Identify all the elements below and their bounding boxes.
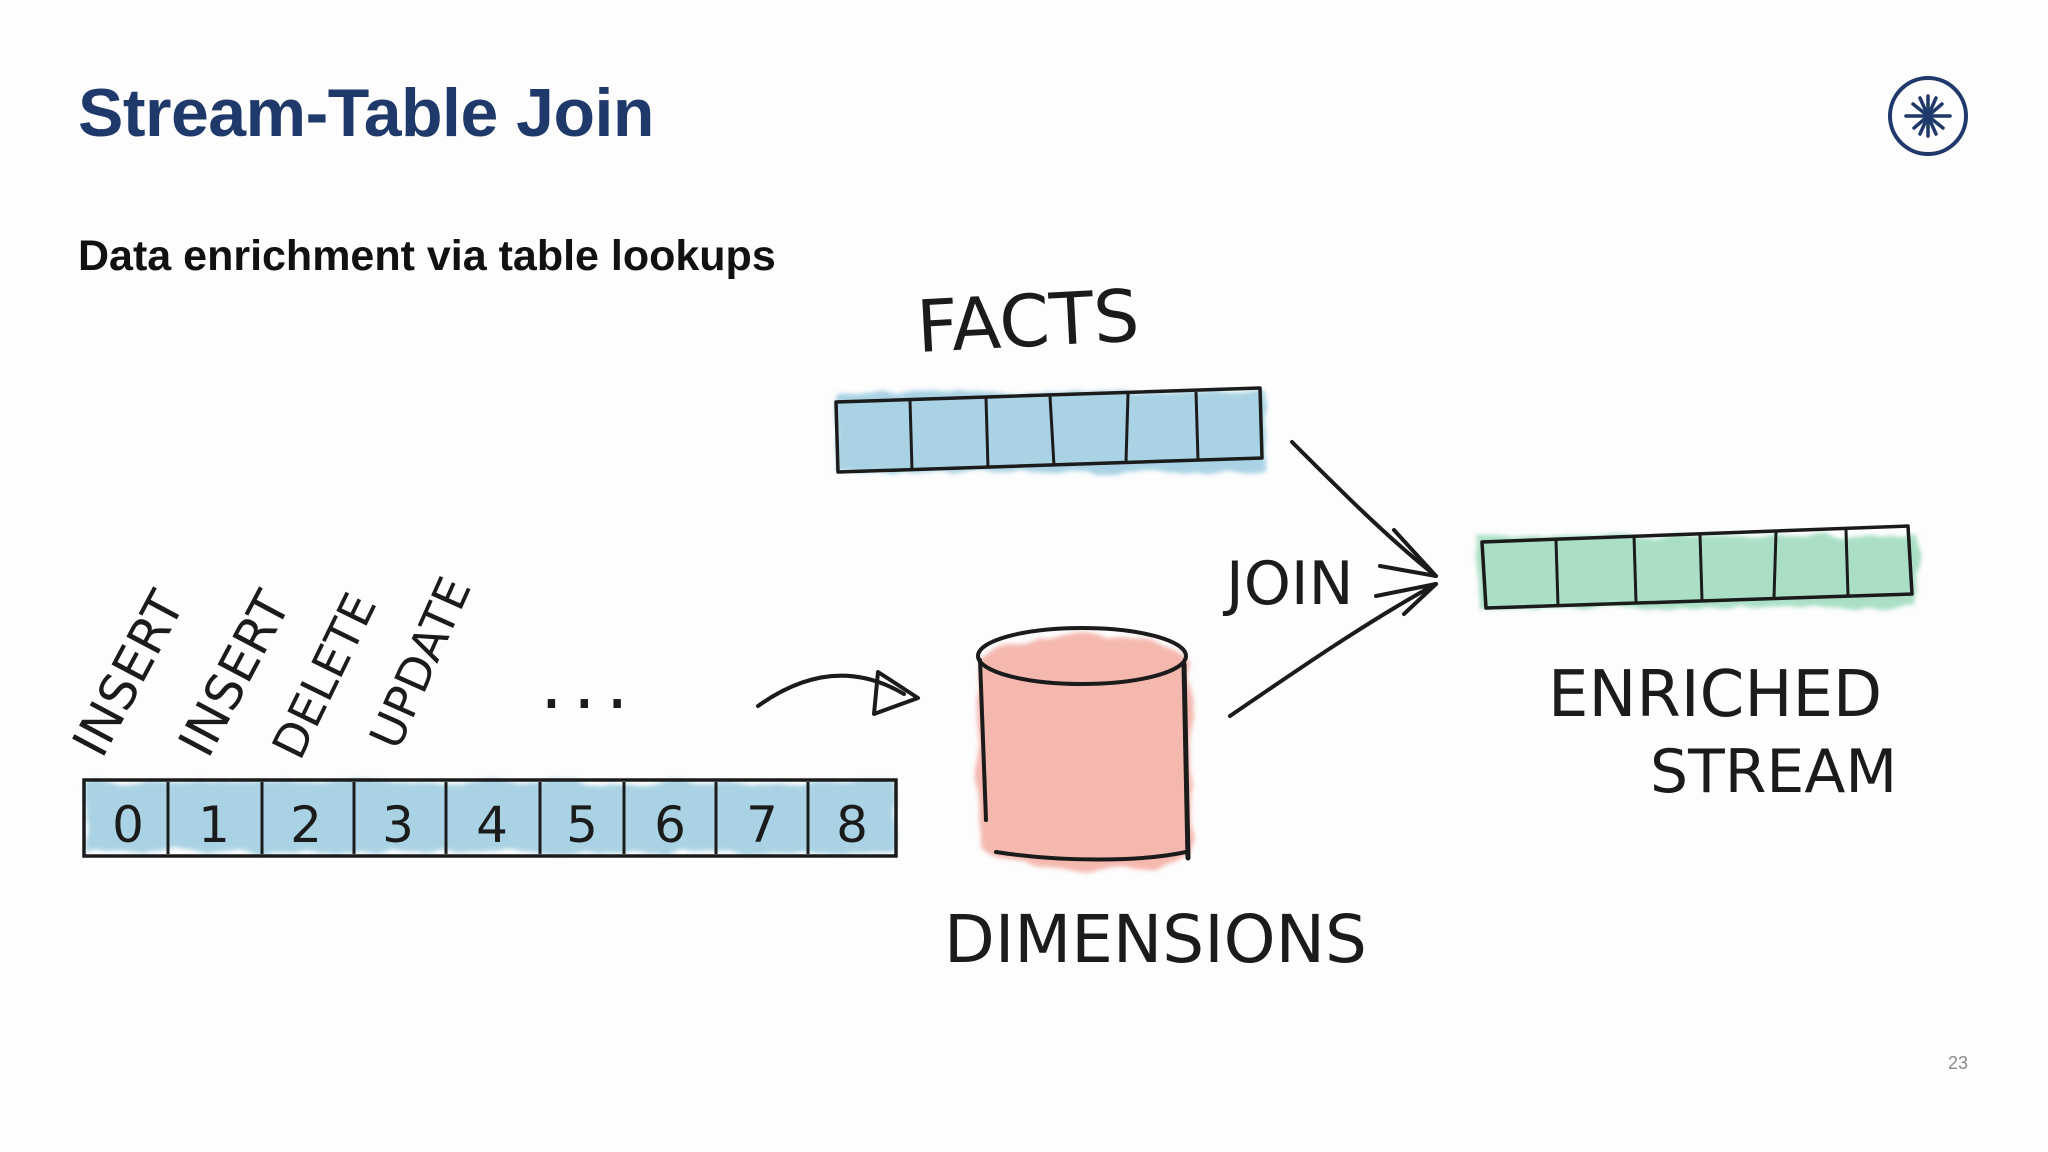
join-arrows [1228,440,1438,718]
log-cell: 1 [198,796,230,854]
page-subtitle: Data enrichment via table lookups [78,232,776,280]
facts-stream [834,386,1266,474]
dimensions-label: DIMENSIONS [944,901,1367,978]
log-cell: 4 [476,796,508,854]
join-label: JOIN [1222,549,1354,619]
log-to-table-arrow [756,670,920,716]
log-cell: 5 [566,796,598,854]
page-title: Stream-Table Join [78,75,654,151]
log-cell: 6 [654,796,686,854]
log-cell: 3 [382,796,414,854]
dimensions-table-cylinder [976,626,1192,871]
changelog-stream: 0 1 2 3 4 5 6 7 8 [82,778,898,858]
log-cell: 0 [112,796,144,854]
log-cell: 7 [746,796,778,854]
log-cell: 2 [290,796,322,854]
join-arrow-head-top [1378,528,1438,578]
enriched-label-line2: STREAM [1650,737,1897,807]
facts-label: FACTS [914,273,1141,369]
enriched-stream [1478,524,1918,610]
confluent-logo-icon [1888,76,1968,156]
operation-label-update: UPDATE [359,569,482,756]
table-to-join-arrow [1228,582,1438,718]
page-number: 23 [1948,1053,1969,1073]
enriched-label-line1: ENRICHED [1548,658,1882,732]
log-cell: 8 [836,796,868,854]
join-arrow-head-bottom [1374,582,1438,616]
facts-to-join-arrow [1290,440,1438,578]
ellipsis: ... [540,641,639,725]
